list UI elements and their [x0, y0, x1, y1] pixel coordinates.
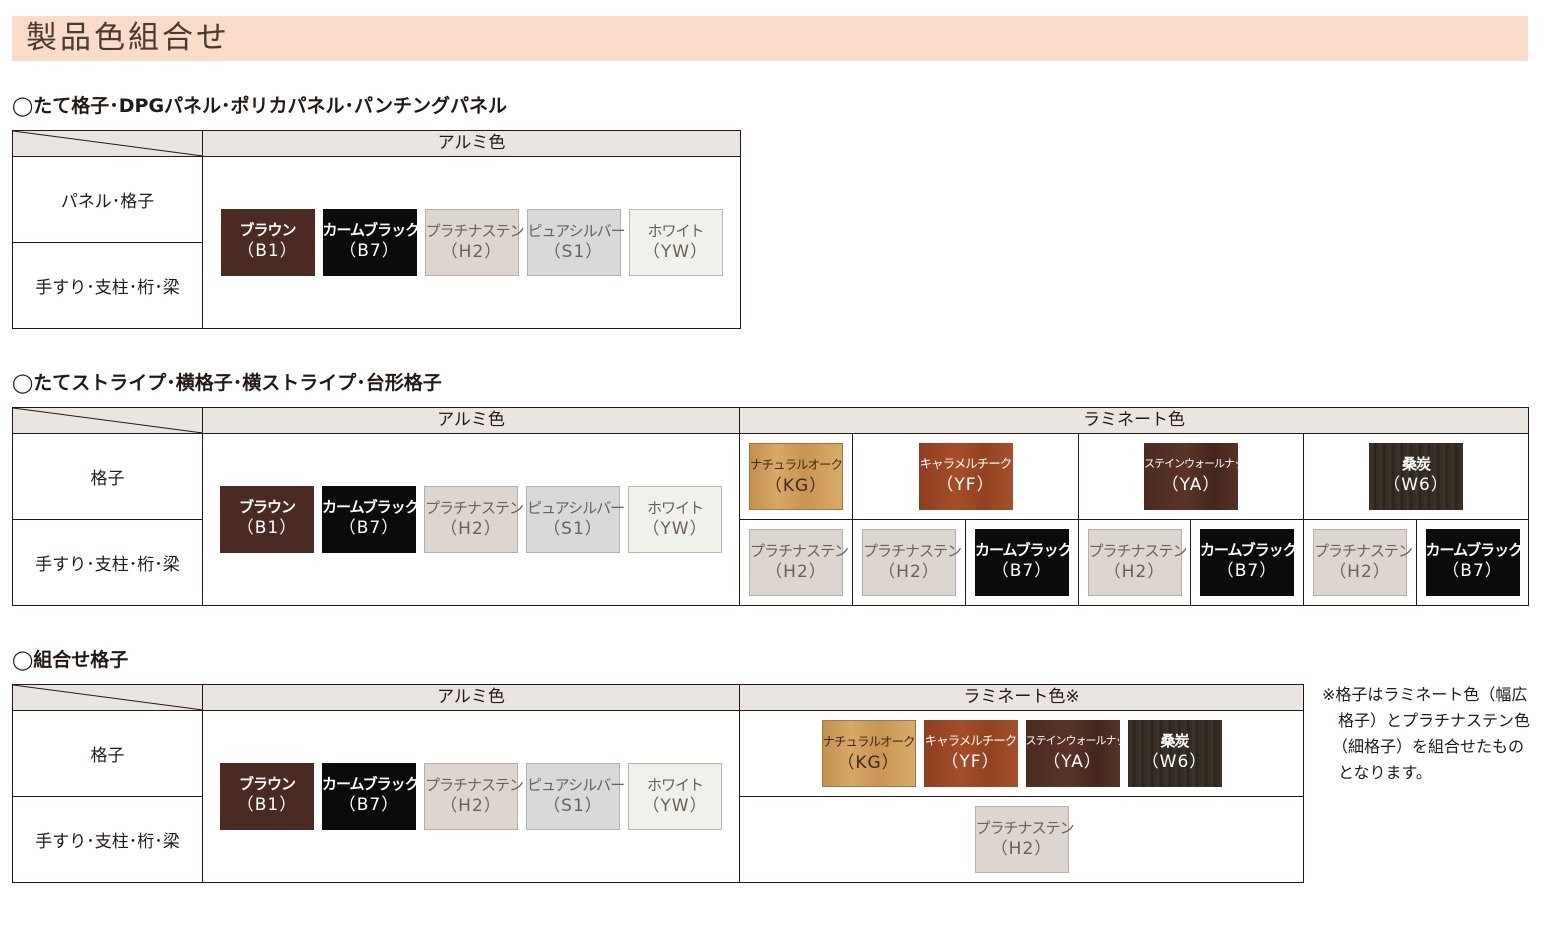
section2-table: アルミ色 ラミネート色 格子 ブラウン（B1）カームブラック（B7）プラチナステ… — [12, 407, 1530, 606]
alumi-swatch-cell: ブラウン（B1）カームブラック（B7）プラチナステン（H2）ピュアシルバー（S1… — [202, 433, 740, 606]
swatch-calm-black-b7: カームブラック（B7） — [1425, 529, 1523, 596]
laminate-cell-yf: キャラメルチーク（YF） — [852, 433, 1079, 520]
swatch-calm-black-b7: カームブラック（B7） — [322, 763, 420, 830]
swatch-platina-stain-h2: プラチナステン（H2） — [1087, 529, 1188, 596]
swatch-pure-silver-s1: ピュアシルバー（S1） — [526, 486, 625, 553]
laminate-footnote: ※格子はラミネート色（幅広 格子）とプラチナステン色 （細格子）を組合せたもの … — [1322, 682, 1532, 786]
section2-title: ◯たてストライプ･横格子･横ストライプ･台形格子 — [12, 372, 442, 394]
swatch-brown-b1: ブラウン（B1） — [220, 763, 314, 830]
swatch-caramel-teak-yf: キャラメルチーク（YF） — [918, 443, 1013, 510]
section3-title: ◯組合せ格子 — [12, 649, 129, 671]
swatch-platina-stain-h2: プラチナステン（H2） — [424, 763, 524, 830]
swatch-natural-oak-kg: ナチュラルオーク（KG） — [821, 720, 916, 787]
swatch-brown-b1: ブラウン（B1） — [220, 486, 314, 553]
swatch-platina-stain-h2: プラチナステン（H2） — [749, 529, 849, 596]
swatch-white-yw: ホワイト（YW） — [628, 763, 722, 830]
swatch-kuwazumi-w6: 桑炭（W6） — [1127, 720, 1222, 787]
corner-cell — [12, 407, 203, 434]
swatch-platina-stain-h2: プラチナステン（H2） — [1313, 529, 1413, 596]
support-cell: プラチナステン（H2） — [1078, 519, 1191, 606]
page-title: 製品色組合せ — [26, 20, 230, 56]
corner-diagonal — [13, 408, 203, 433]
alumi-color-header: アルミ色 — [202, 407, 740, 434]
corner-cell — [12, 130, 203, 157]
swatch-white-yw: ホワイト（YW） — [628, 209, 723, 276]
support-cell: カームブラック（B7） — [1190, 519, 1304, 606]
laminate-cell-w6: 桑炭（W6） — [1302, 433, 1530, 520]
corner-diagonal — [13, 131, 203, 156]
swatch-white-yw: ホワイト（YW） — [628, 486, 722, 553]
alumi-color-header: アルミ色 — [202, 130, 741, 157]
swatch-stain-walnut-ya: ステインウォールナット（YA） — [1144, 443, 1255, 510]
swatch-calm-black-b7: カームブラック（B7） — [975, 529, 1073, 596]
swatch-platina-stain-h2: プラチナステン（H2） — [424, 486, 524, 553]
title-banner: 製品色組合せ — [12, 16, 1528, 61]
swatch-natural-oak-kg: ナチュラルオーク（KG） — [749, 443, 843, 510]
footnote-line: 格子）とプラチナステン色 — [1338, 711, 1531, 730]
footnote-line: （細格子）を組合せたもの — [1332, 737, 1525, 756]
alumi-swatch-cell: ブラウン（B1）カームブラック（B7）プラチナステン（H2）ピュアシルバー（S1… — [202, 710, 740, 883]
swatch-calm-black-b7: カームブラック（B7） — [1200, 529, 1298, 596]
support-cell: プラチナステン（H2） — [852, 519, 966, 606]
swatch-calm-black-b7: カームブラック（B7） — [322, 209, 420, 276]
support-cell: カームブラック（B7） — [965, 519, 1079, 606]
row-label-lattice: 格子 — [12, 710, 203, 797]
section3-table: アルミ色 ラミネート色※ 格子 ブラウン（B1）カームブラック（B7）プラチナス… — [12, 684, 1304, 883]
alumi-color-header: アルミ色 — [202, 684, 740, 711]
row-label-panel-lattice: パネル･格子 — [12, 156, 203, 243]
support-cell: プラチナステン（H2） — [1303, 519, 1417, 606]
corner-diagonal — [13, 685, 203, 710]
laminate-color-header: ラミネート色 — [738, 407, 1530, 434]
swatch-pure-silver-s1: ピュアシルバー（S1） — [526, 209, 626, 276]
row-label-handrail-post: 手すり･支柱･桁･梁 — [12, 242, 203, 329]
alumi-swatch-cell: ブラウン（B1）カームブラック（B7）プラチナステン（H2）ピュアシルバー（S1… — [202, 156, 741, 329]
laminate-cell-kg: ナチュラルオーク（KG） — [739, 433, 853, 520]
swatch-brown-b1: ブラウン（B1） — [220, 209, 315, 276]
swatch-platina-stain-h2: プラチナステン（H2） — [424, 209, 525, 276]
laminate-swatch-cell: ナチュラルオーク（KG）キャラメルチーク（YF）ステインウォールナット（YA）桑… — [739, 710, 1304, 797]
laminate-color-header: ラミネート色※ — [739, 684, 1304, 711]
swatch-platina-stain-h2: プラチナステン（H2） — [974, 806, 1075, 873]
footnote-line: ※格子はラミネート色（幅広 — [1322, 685, 1528, 704]
laminate-cell-ya: ステインウォールナット（YA） — [1078, 433, 1304, 520]
row-label-handrail-post: 手すり･支柱･桁･梁 — [12, 796, 203, 883]
swatch-caramel-teak-yf: キャラメルチーク（YF） — [923, 720, 1018, 787]
swatch-calm-black-b7: カームブラック（B7） — [322, 486, 420, 553]
support-cell: プラチナステン（H2） — [739, 796, 1304, 883]
row-label-handrail-post: 手すり･支柱･桁･梁 — [12, 519, 203, 606]
section1-title: ◯たて格子･DPGパネル･ポリカパネル･パンチングパネル — [12, 95, 508, 117]
swatch-kuwazumi-w6: 桑炭（W6） — [1369, 443, 1464, 510]
row-label-lattice: 格子 — [12, 433, 203, 520]
swatch-platina-stain-h2: プラチナステン（H2） — [862, 529, 962, 596]
support-cell: プラチナステン（H2） — [739, 519, 853, 606]
swatch-pure-silver-s1: ピュアシルバー（S1） — [526, 763, 625, 830]
corner-cell — [12, 684, 203, 711]
support-cell: カームブラック（B7） — [1415, 519, 1530, 606]
swatch-stain-walnut-ya: ステインウォールナット（YA） — [1025, 720, 1137, 787]
footnote-line: となります。 — [1338, 763, 1432, 782]
section1-table: アルミ色 パネル･格子 ブラウン（B1）カームブラック（B7）プラチナステン（H… — [12, 130, 741, 329]
